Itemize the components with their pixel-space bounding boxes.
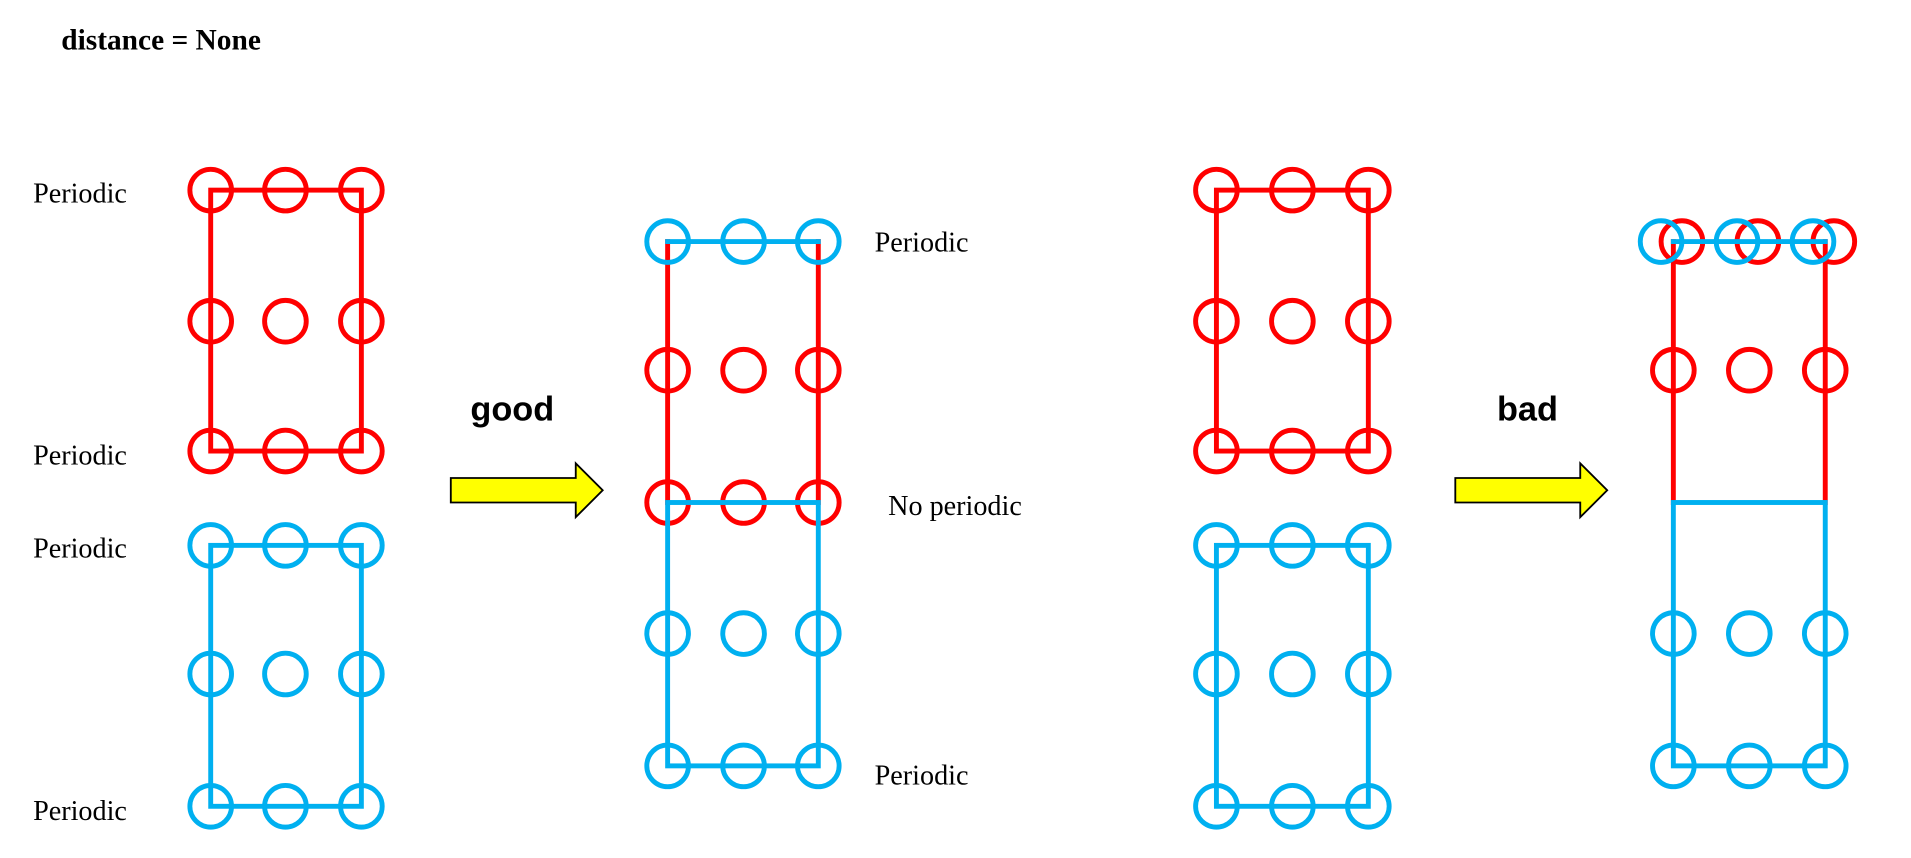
blue-cell-c-atom — [1193, 650, 1240, 698]
blue-cell-c-atom — [1345, 783, 1392, 830]
blue-cell-c-frame — [1213, 542, 1371, 809]
blue-cell-c-atom — [1193, 522, 1240, 569]
blue-atom-b — [795, 218, 842, 265]
blue-cell-a-atom — [338, 522, 385, 569]
blue-frame-b — [665, 500, 821, 769]
blue-cell-a-atom — [187, 650, 234, 698]
blue-frame-d — [1670, 500, 1828, 769]
blue-atom-b — [644, 218, 691, 265]
label-no-periodic: No periodic — [888, 491, 1022, 522]
blue-atom-d — [1650, 610, 1697, 657]
blue-atom-d — [1801, 742, 1849, 790]
blue-atom-d — [1726, 610, 1773, 657]
blue-atom-d — [1650, 742, 1697, 790]
blue-atom-b — [644, 610, 691, 657]
blue-cell-a-atom — [187, 522, 234, 569]
red-cell-c-atom — [1193, 166, 1240, 214]
red-cell-c-atom — [1345, 166, 1392, 214]
blue-cell-c-atom — [1269, 522, 1316, 569]
red-cell-c-frame — [1213, 187, 1371, 454]
label-periodic-red-top: Periodic — [33, 178, 127, 209]
blue-cell-a-atom — [262, 522, 309, 569]
blue-cell-c-atom — [1269, 650, 1316, 698]
blue-cell-c-atom — [1345, 650, 1392, 698]
blue-cell-a-atom — [338, 650, 385, 698]
blue-atom-d — [1801, 610, 1849, 657]
blue-atom-b — [720, 610, 767, 657]
red-cell-a-atom — [187, 427, 234, 475]
red-cell-c-atom — [1269, 166, 1316, 214]
diagram-title: distance = None — [61, 24, 261, 56]
blue-cell-a-atom — [338, 783, 385, 830]
red-cell-c-atom — [1345, 427, 1392, 475]
right-arrow-icon-good — [449, 461, 604, 520]
blue-atom-b — [644, 742, 691, 790]
red-atom-d — [1650, 346, 1697, 394]
good-label: good — [470, 390, 554, 428]
red-cell-a-atom — [338, 166, 385, 214]
red-cell-c-atom — [1193, 427, 1240, 475]
red-cell-a-atom — [262, 427, 309, 475]
label-periodic-blue-top: Periodic — [33, 534, 127, 565]
red-cell-a-atom — [187, 166, 234, 214]
red-cell-c-atom — [1269, 427, 1316, 475]
red-cell-a-atom — [262, 297, 309, 345]
red-cell-a-atom — [262, 166, 309, 214]
label-periodic-red-bottom: Periodic — [33, 441, 127, 472]
red-cell-c-atom — [1193, 297, 1240, 345]
label-periodic-merged-top: Periodic — [875, 227, 969, 258]
blue-atom-d — [1726, 742, 1773, 790]
blue-cell-a-atom — [262, 783, 309, 830]
red-cell-a-atom — [338, 297, 385, 345]
red-cell-a-atom — [187, 297, 234, 345]
blue-cell-c-atom — [1193, 783, 1240, 830]
red-atom-b — [795, 346, 842, 394]
right-arrow-icon-bad — [1454, 461, 1609, 520]
red-cell-a-atom — [338, 427, 385, 475]
blue-atom-b — [795, 742, 842, 790]
red-atom-b — [644, 346, 691, 394]
label-periodic-blue-bottom: Periodic — [33, 796, 127, 827]
blue-atom-b — [720, 218, 767, 265]
red-cell-a-frame — [208, 187, 364, 454]
blue-cell-c-atom — [1345, 522, 1392, 569]
red-cell-c-atom — [1345, 297, 1392, 345]
blue-cell-c-atom — [1269, 783, 1316, 830]
red-atom-b — [720, 346, 767, 394]
red-cell-c-atom — [1269, 297, 1316, 345]
blue-cell-a-frame — [208, 542, 364, 809]
blue-cell-a-atom — [262, 650, 309, 698]
blue-cell-a-atom — [187, 783, 234, 830]
red-atom-d — [1801, 346, 1849, 394]
red-atom-d — [1726, 346, 1773, 394]
label-periodic-merged-bottom: Periodic — [875, 760, 969, 791]
blue-atom-b — [720, 742, 767, 790]
blue-atom-b — [795, 610, 842, 657]
bad-label: bad — [1497, 390, 1558, 428]
